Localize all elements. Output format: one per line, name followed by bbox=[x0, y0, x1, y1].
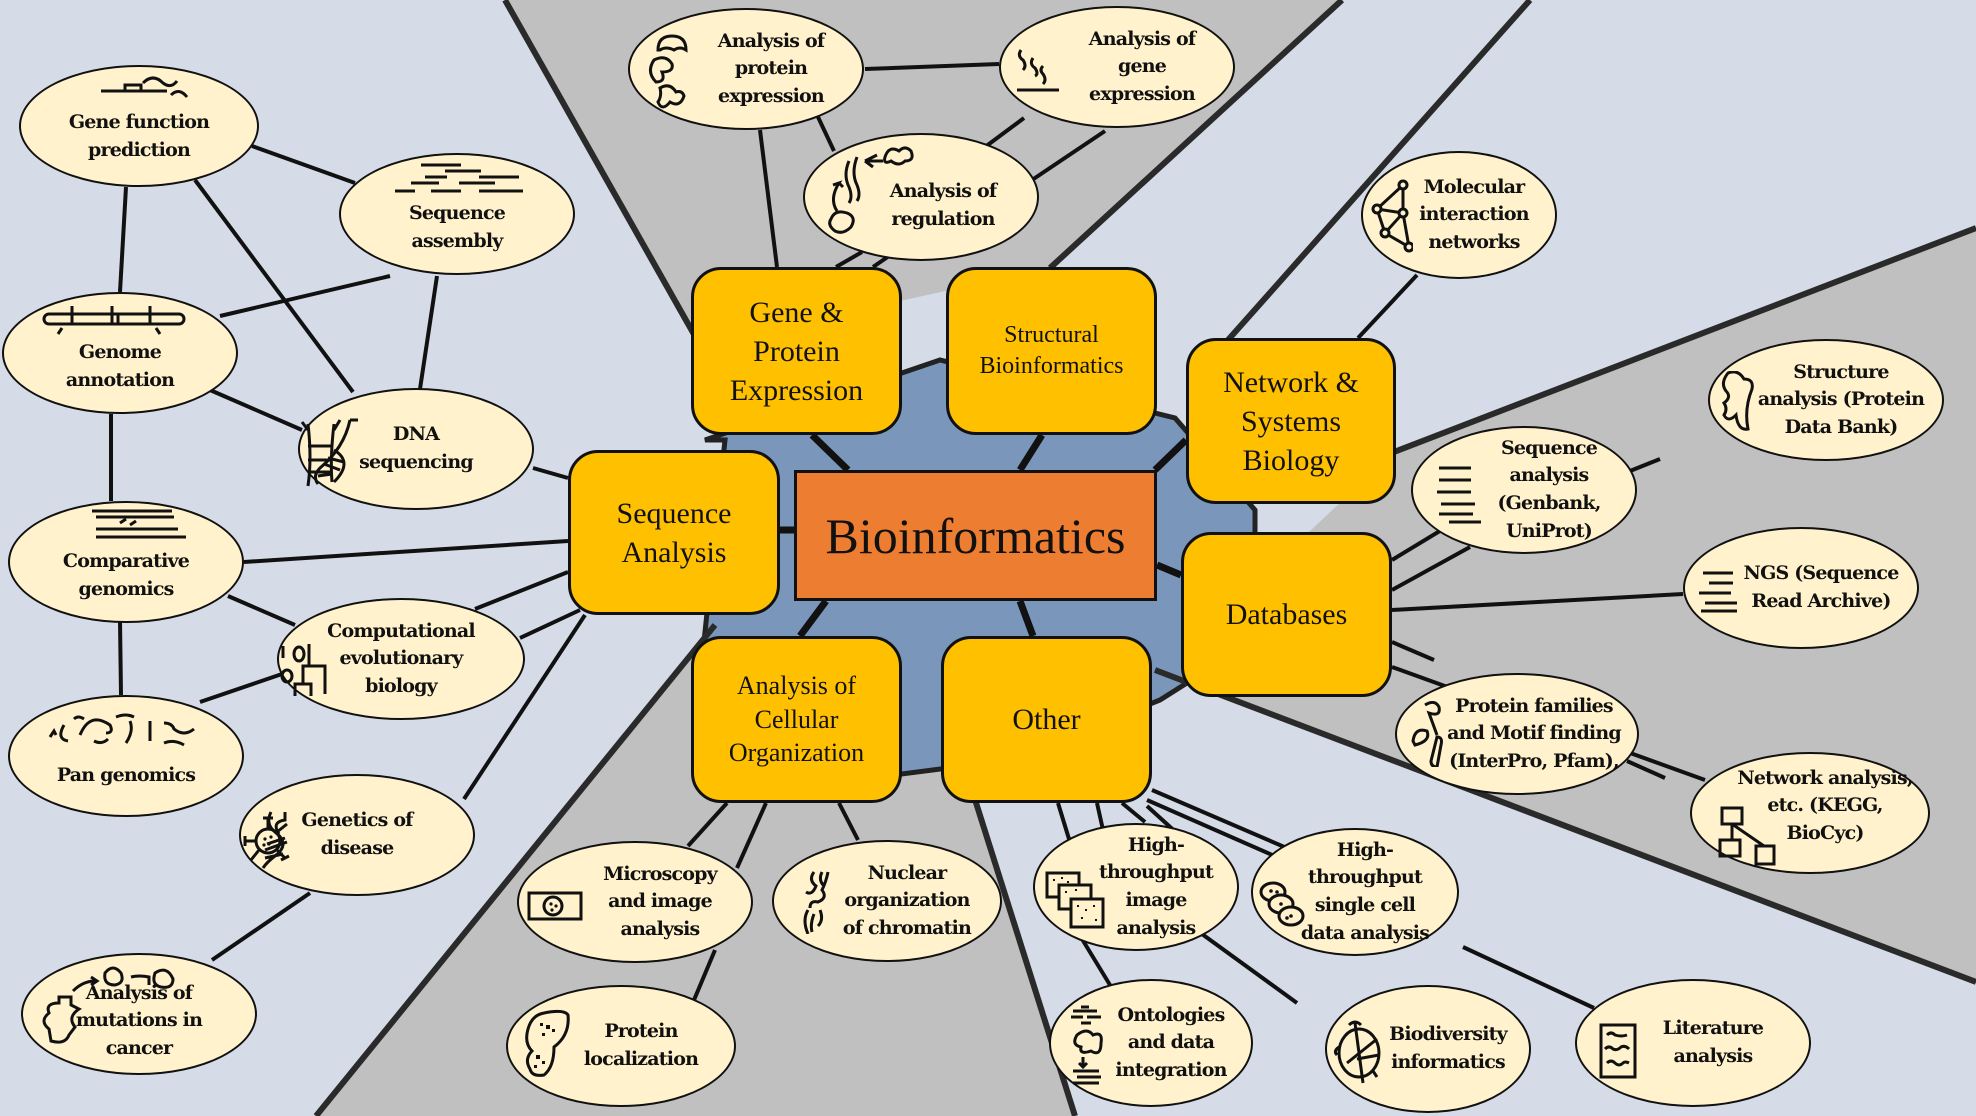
document-icon bbox=[1599, 1023, 1637, 1079]
topic-label: Gene function prediction bbox=[68, 111, 210, 161]
category-databases[interactable]: Databases bbox=[1181, 532, 1392, 697]
globe-tree-icon bbox=[1333, 1020, 1381, 1084]
topic-sequence-assembly[interactable]: Sequence assembly bbox=[339, 153, 575, 275]
topic-molecular-interaction-networks[interactable]: Molecular interaction networks bbox=[1361, 151, 1557, 279]
category-gene-protein-expression[interactable]: Gene & Protein Expression bbox=[691, 267, 902, 435]
topic-label: Network analysis, etc. (KEGG, BioCyc) bbox=[1737, 766, 1913, 844]
topic-label: Analysis of protein expression bbox=[717, 29, 825, 107]
category-sequence-analysis[interactable]: Sequence Analysis bbox=[568, 450, 780, 615]
topic-label: Biodiversity informatics bbox=[1389, 1023, 1508, 1073]
protein-domains-icon bbox=[1411, 701, 1443, 767]
topic-label: High- throughput image analysis bbox=[1098, 833, 1214, 939]
sequence-lines-icon bbox=[1437, 466, 1481, 524]
topic-label: Comparative genomics bbox=[62, 550, 190, 600]
topic-label: Pan genomics bbox=[56, 764, 196, 787]
topic-pan-genomics[interactable]: Pan genomics bbox=[8, 695, 244, 817]
transcripts-icon bbox=[1017, 49, 1059, 92]
chromatin-icon bbox=[803, 871, 830, 934]
topic-nuclear-organization-chromatin[interactable]: Nuclear organization of chromatin bbox=[772, 840, 1002, 962]
topic-label: Microscopy and image analysis bbox=[603, 862, 718, 940]
topic-label: Protein localization bbox=[583, 1020, 699, 1070]
reads-icon bbox=[1699, 571, 1737, 613]
data-integration-icon bbox=[1071, 1005, 1103, 1085]
topic-label: NGS (Sequence Read Archive) bbox=[1743, 562, 1900, 612]
topic-analysis-of-protein-expression[interactable]: Analysis of protein expression bbox=[628, 8, 864, 130]
network-graph-icon bbox=[1371, 179, 1413, 253]
microscope-image-icon bbox=[527, 891, 583, 921]
topic-label: DNA sequencing bbox=[359, 423, 473, 473]
topic-label: Literature analysis bbox=[1662, 1017, 1764, 1067]
topic-label: Genome annotation bbox=[65, 341, 175, 391]
binary-digits-icon bbox=[280, 645, 306, 684]
hub-connectors bbox=[780, 432, 1189, 639]
topic-biodiversity-informatics[interactable]: Biodiversity informatics bbox=[1325, 985, 1531, 1113]
chromosome-icon bbox=[42, 306, 186, 335]
topic-label: Protein families and Motif finding (Inte… bbox=[1447, 694, 1622, 772]
center-node-bioinformatics[interactable]: Bioinformatics bbox=[794, 470, 1157, 601]
topic-label: Sequence analysis (Genbank, UniProt) bbox=[1497, 436, 1601, 542]
topic-label: Genetics of disease bbox=[301, 809, 413, 859]
aligned-genomes-icon bbox=[92, 509, 186, 539]
category-other[interactable]: Other bbox=[941, 636, 1152, 803]
genome-fragments-icon bbox=[48, 713, 195, 747]
topic-label: Analysis of regulation bbox=[889, 180, 997, 230]
topic-analysis-of-regulation[interactable]: Analysis of regulation bbox=[803, 133, 1039, 261]
topic-dna-sequencing[interactable]: DNA sequencing bbox=[298, 388, 534, 510]
proteins-icon bbox=[649, 34, 688, 109]
topic-ngs-sequence-read-archive[interactable]: NGS (Sequence Read Archive) bbox=[1683, 527, 1919, 649]
topic-label: Molecular interaction networks bbox=[1419, 175, 1529, 253]
topic-network-analysis-kegg[interactable]: Network analysis, etc. (KEGG, BioCyc) bbox=[1690, 752, 1930, 874]
topic-label: Analysis of mutations in cancer bbox=[75, 981, 203, 1059]
topic-label: Structure analysis (Protein Data Bank) bbox=[1757, 360, 1925, 438]
mutated-cell-icon bbox=[42, 966, 175, 1044]
topic-ontologies-data-integration[interactable]: Ontologies and data integration bbox=[1049, 979, 1253, 1107]
regulation-loop-icon bbox=[828, 146, 914, 234]
gene-structure-icon bbox=[101, 76, 189, 98]
category-structural-bioinformatics[interactable]: Structural Bioinformatics bbox=[946, 267, 1157, 435]
topic-gene-function-prediction[interactable]: Gene function prediction bbox=[19, 65, 259, 187]
topic-label: Computational evolutionary biology bbox=[327, 619, 476, 697]
topic-label: High- throughput single cell data analys… bbox=[1300, 838, 1430, 944]
topic-computational-evolutionary-biology[interactable]: Computational evolutionary biology bbox=[277, 598, 525, 720]
reads-alignment-icon bbox=[395, 163, 523, 193]
topic-analysis-of-gene-expression[interactable]: Analysis of gene expression bbox=[999, 6, 1235, 128]
topic-microscopy-image-analysis[interactable]: Microscopy and image analysis bbox=[517, 841, 753, 963]
topic-structure-analysis-pdb[interactable]: Structure analysis (Protein Data Bank) bbox=[1708, 339, 1944, 461]
protein-structure-icon bbox=[1721, 371, 1754, 431]
dna-helix-icon bbox=[261, 811, 288, 869]
topic-label: Sequence assembly bbox=[408, 202, 506, 252]
topic-comparative-genomics[interactable]: Comparative genomics bbox=[8, 501, 244, 623]
topic-label: Ontologies and data integration bbox=[1115, 1003, 1227, 1081]
topic-protein-families-motif-finding[interactable]: Protein families and Motif finding (Inte… bbox=[1395, 673, 1639, 795]
sequencing-ladder-icon bbox=[300, 419, 342, 487]
cell-localization-icon bbox=[525, 1009, 570, 1077]
topic-high-throughput-image-analysis[interactable]: High- throughput image analysis bbox=[1033, 823, 1239, 951]
topic-genetics-of-disease[interactable]: Genetics of disease bbox=[239, 774, 475, 896]
topic-label: Nuclear organization of chromatin bbox=[842, 861, 972, 939]
topic-protein-localization[interactable]: Protein localization bbox=[506, 985, 736, 1107]
topic-sequence-analysis-genbank[interactable]: Sequence analysis (Genbank, UniProt) bbox=[1411, 426, 1637, 554]
topic-genome-annotation[interactable]: Genome annotation bbox=[2, 292, 238, 414]
topic-label: Analysis of gene expression bbox=[1088, 27, 1196, 105]
topic-literature-analysis[interactable]: Literature analysis bbox=[1575, 979, 1811, 1107]
topic-high-throughput-single-cell[interactable]: High- throughput single cell data analys… bbox=[1251, 828, 1459, 956]
topic-analysis-of-mutations-in-cancer[interactable]: Analysis of mutations in cancer bbox=[21, 953, 257, 1075]
pathway-diagram-icon bbox=[1718, 806, 1776, 866]
category-cellular-organization[interactable]: Analysis of Cellular Organization bbox=[691, 636, 902, 803]
cells-icon bbox=[1259, 881, 1305, 927]
category-network-systems-biology[interactable]: Network & Systems Biology bbox=[1186, 338, 1396, 504]
image-stack-icon bbox=[1045, 871, 1105, 929]
virus-icon bbox=[243, 816, 290, 862]
